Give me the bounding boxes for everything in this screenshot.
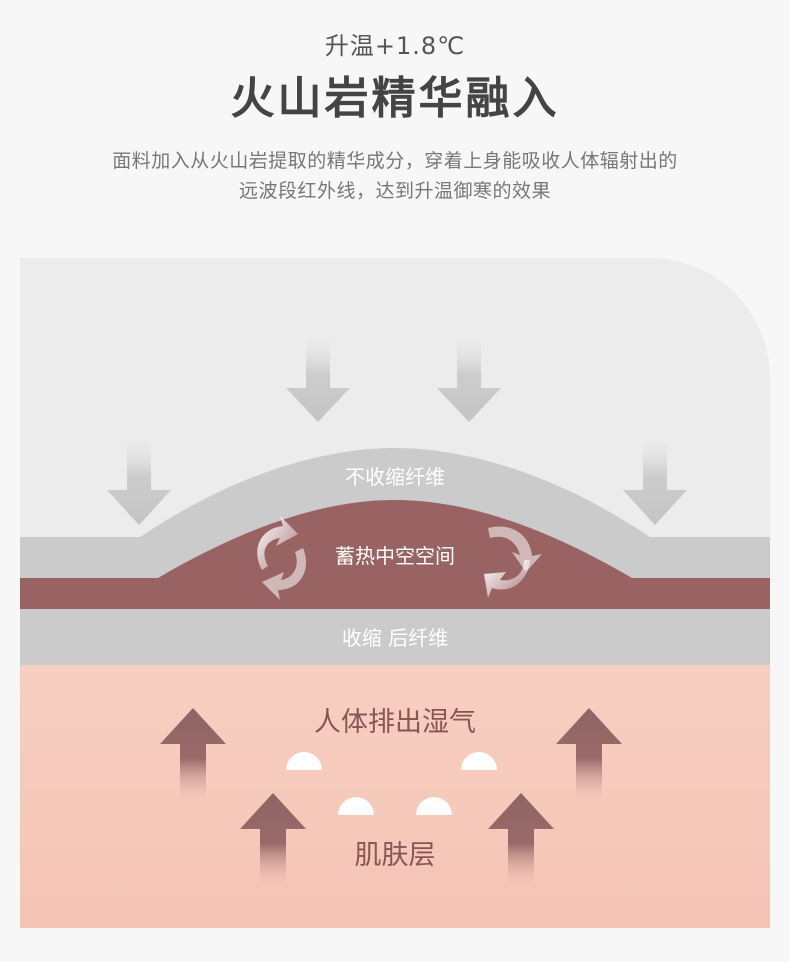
down-arrow-icon — [286, 335, 350, 422]
middle-layer-label: 蓄热中空空间 — [335, 544, 455, 568]
up-arrow-icon — [488, 793, 554, 885]
inner-layer-label: 收缩 后纤维 — [342, 626, 448, 650]
description: 面料加入从火山岩提取的精华成分，穿着上身能吸收人体辐射出的 远波段红外线，达到升… — [0, 146, 790, 206]
droplet-icon — [416, 797, 452, 815]
subtitle: 升温+1.8℃ — [324, 32, 466, 60]
moisture-droplets — [286, 752, 497, 815]
droplet-icon — [461, 752, 497, 770]
skin-region — [20, 665, 770, 928]
skin-layer-label: 肌肤层 — [355, 840, 436, 871]
page-title: 火山岩精华融入 — [230, 73, 560, 124]
contracted-fiber-layer — [20, 609, 770, 665]
cold-air-arrows — [107, 335, 687, 525]
down-arrow-icon — [437, 335, 501, 422]
heat-cycle-icon — [257, 516, 307, 600]
moisture-arrows — [160, 708, 622, 885]
heat-cycle-icon — [484, 526, 542, 598]
heat-storage-layer — [20, 500, 770, 610]
outer-layer-label: 不收缩纤维 — [345, 465, 445, 489]
skin-moisture-label: 人体排出湿气 — [314, 707, 476, 738]
droplet-icon — [286, 752, 322, 770]
droplet-icon — [338, 797, 374, 815]
down-arrow-icon — [623, 436, 687, 525]
up-arrow-icon — [240, 793, 306, 885]
description-line-1: 面料加入从火山岩提取的精华成分，穿着上身能吸收人体辐射出的 — [112, 150, 678, 172]
description-line-2: 远波段红外线，达到升温御寒的效果 — [238, 180, 551, 202]
up-arrow-icon — [160, 708, 226, 800]
down-arrow-icon — [107, 436, 171, 525]
up-arrow-icon — [556, 708, 622, 800]
